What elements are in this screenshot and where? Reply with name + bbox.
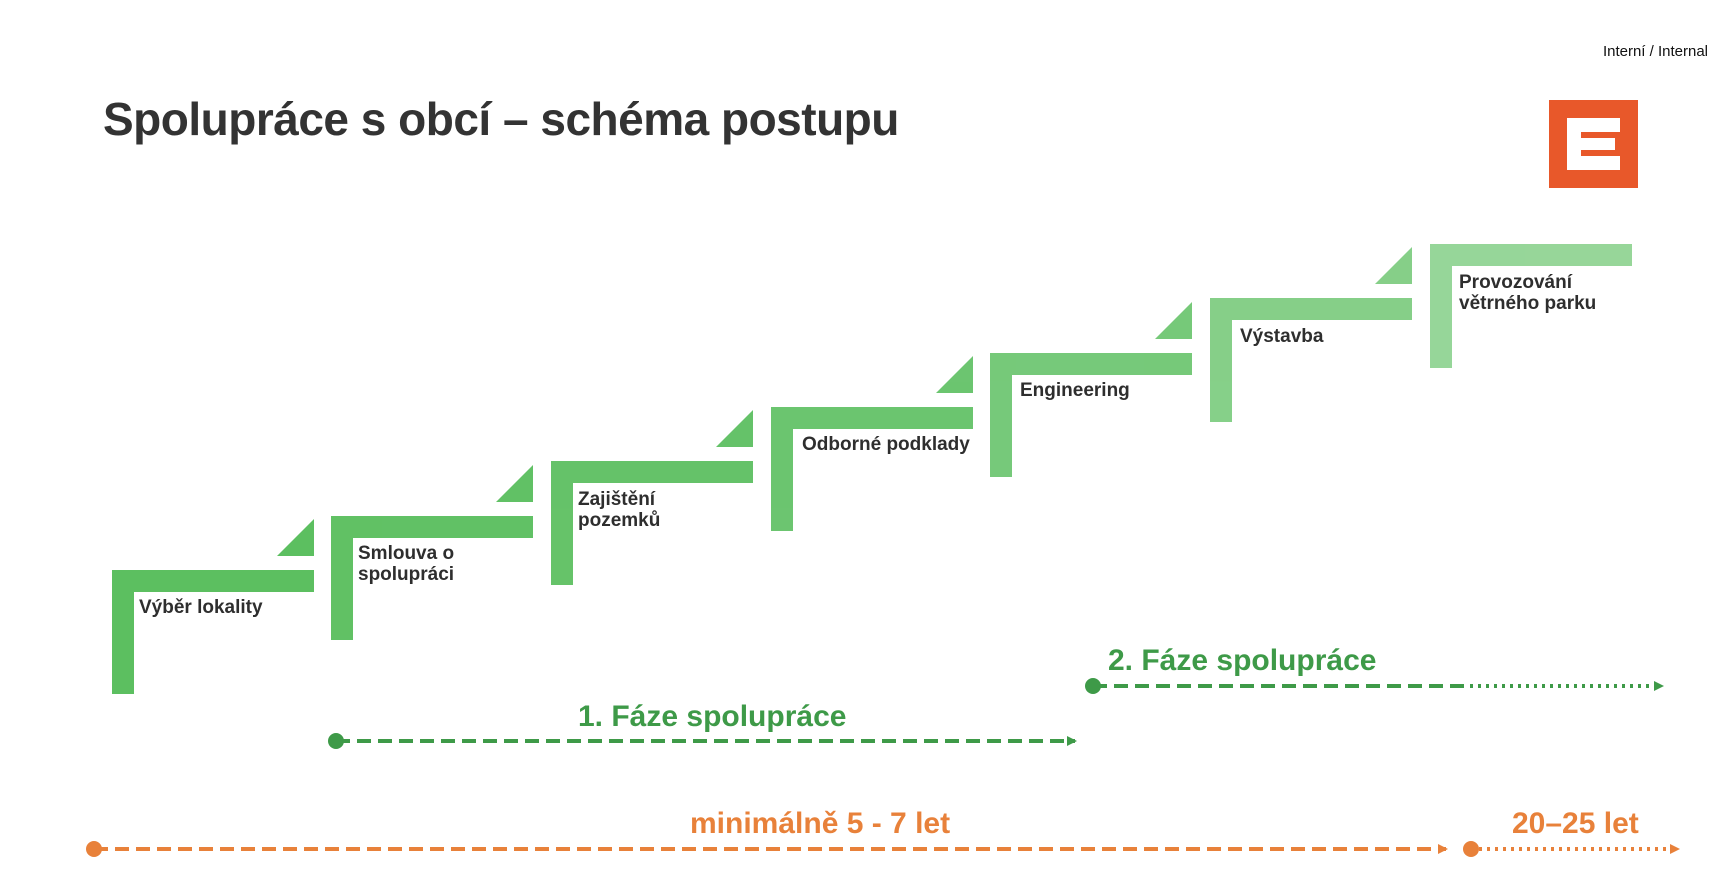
step-2-shape [331,465,533,640]
step-label-odborne: Odborné podklady [802,434,970,455]
step-7-shape [1430,244,1632,368]
step-label-vystavba: Výstavba [1240,326,1324,347]
page-title: Spolupráce s obcí – schéma postupu [103,93,899,145]
phase-1-arrow [328,733,1077,749]
step-6-shape [1210,247,1412,422]
step-label-engineering: Engineering [1020,380,1130,401]
step-label-provozovani: Provozování větrného parku [1459,272,1597,314]
step-4-shape [771,356,973,531]
timeline-arrow-2 [1463,841,1680,857]
step-5-shape [990,302,1192,477]
phase-2-arrow [1085,678,1664,694]
timeline-label-operation: 20–25 let [1512,807,1639,840]
step-1-shape [112,519,314,694]
step-label-zajisteni: Zajištění pozemků [578,489,661,531]
step-3-shape [551,410,753,585]
timeline-label-min: minimálně 5 - 7 let [690,807,951,840]
phase-2-label: 2. Fáze spolupráce [1108,644,1377,677]
classification-label: Interní / Internal [1602,43,1708,60]
step-label-vyber-lokality: Výběr lokality [139,597,263,618]
timeline-arrow-1 [86,841,1448,857]
phase-1-label: 1. Fáze spolupráce [578,700,847,733]
step-label-smlouva: Smlouva o spolupráci [358,543,455,585]
cez-logo-icon [1549,100,1638,188]
